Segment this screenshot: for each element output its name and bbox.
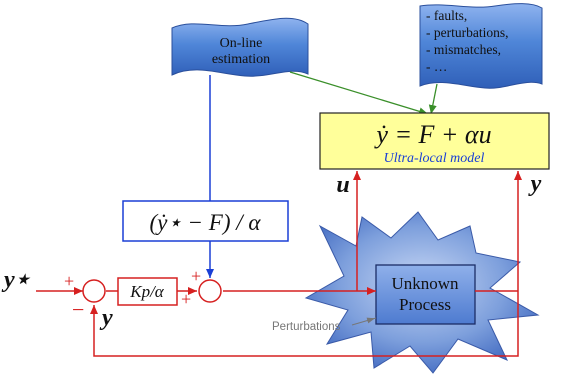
list-item-perturbations: - perturbations, [426,25,508,40]
gain-label: Kp/α [129,282,165,301]
u-signal-label: u [336,172,349,198]
summing-junction-1 [82,279,106,303]
estimation-line2: estimation [212,52,270,67]
disturbance-list-banner: - faults, - perturbations, - mismatches,… [419,3,543,89]
list-item-mismatches: - mismatches, [426,42,501,57]
plus-sign-sum2-bottom: + [181,289,191,309]
estimation-line1: On-line [220,36,263,51]
process-line1: Unknown [391,274,459,293]
model-caption: Ultra-local model [384,151,485,166]
process-line2: Process [399,295,451,314]
list-item-ellipsis: - … [426,59,447,74]
ultra-local-model-box: ẏ = F + αu Ultra-local model [319,112,550,170]
compensation-expression: (ẏ⋆ − F) / α [150,210,262,235]
plus-sign-sum1: + [64,271,74,291]
setpoint-label: y⋆ [1,267,31,293]
unknown-process: Unknown Process [304,211,540,374]
green-arrow-list [428,83,438,115]
feedback-y-label: y [99,305,113,331]
perturbations-arrow [351,317,377,326]
model-equation: ẏ = F + αu [373,120,491,149]
plus-sign-sum2-top: + [191,266,201,286]
compensation-box: (ẏ⋆ − F) / α [122,200,289,242]
summing-junction-2 [198,279,222,303]
gain-block: Kp/α [117,277,178,306]
perturbations-label: Perturbations [272,321,341,333]
list-item-faults: - faults, [426,8,467,23]
minus-sign-sum1: − [72,297,84,322]
green-arrow-estimation [289,71,429,116]
estimation-banner: On-line estimation [171,17,309,77]
y-signal-label: y [528,171,542,197]
feedback-loop [90,291,519,357]
